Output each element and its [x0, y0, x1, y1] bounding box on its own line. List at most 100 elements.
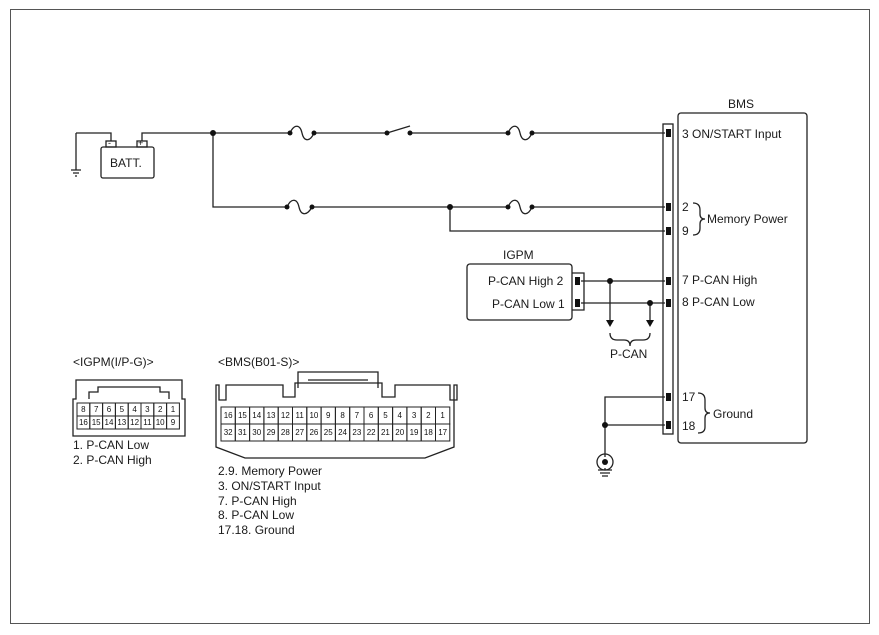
battery-neg-terminal — [105, 140, 117, 148]
igpm-pin-grid — [76, 402, 180, 430]
bms-pin-number: 15 — [237, 411, 247, 420]
bms-pin-number: 16 — [223, 411, 233, 420]
bms-pin-number: 26 — [309, 428, 319, 437]
battery-neg-sign: - — [108, 138, 111, 148]
bms-pin-number: 29 — [266, 428, 276, 437]
battery-label: BATT. — [110, 156, 142, 170]
splice-dot — [210, 130, 216, 136]
igpm-pin-terminal — [575, 299, 580, 307]
memory-power-label: Memory Power — [707, 212, 788, 226]
splice-dot — [607, 278, 613, 284]
igpm-pin-number: 7 — [93, 405, 99, 414]
bms-legend-2: 3. ON/START Input — [218, 479, 321, 493]
bms-pin-number: 2 — [426, 411, 431, 420]
bms-pin-number: 18 — [423, 428, 433, 437]
igpm-title: IGPM — [503, 248, 534, 262]
bms-pin-number: 31 — [237, 428, 247, 437]
pcan-label: P-CAN — [610, 347, 648, 361]
splice-dot — [407, 130, 413, 136]
bms-pin-number: 27 — [295, 428, 305, 437]
igpm-pin-number: 14 — [104, 418, 114, 427]
ground-brace — [697, 392, 711, 434]
bms-pin-terminal — [666, 227, 671, 235]
bms-pin-2-label: 2 — [682, 200, 689, 214]
bms-pin-number: 22 — [366, 428, 376, 437]
fuse-2 — [507, 125, 533, 141]
bms-pin-number: 30 — [252, 428, 262, 437]
bms-pin-number: 17 — [438, 428, 448, 437]
igpm-pin-number: 16 — [78, 418, 88, 427]
bms-pin-terminal — [666, 299, 671, 307]
bms-pin-number: 8 — [340, 411, 345, 420]
igpm-legend-2: 2. P-CAN High — [73, 453, 152, 467]
splice-dot — [505, 130, 511, 136]
bms-pin-terminal — [666, 277, 671, 285]
bms-pin-number: 7 — [354, 411, 360, 420]
bms-pin-number: 32 — [223, 428, 233, 437]
memory-wire-pin9 — [449, 207, 665, 232]
bms-connector-housing — [662, 123, 674, 435]
ignition-switch — [386, 125, 411, 134]
igpm-pin-2-label: P-CAN High 2 — [488, 274, 564, 288]
splice-dot — [287, 130, 293, 136]
igpm-pin-number: 10 — [155, 418, 165, 427]
bms-pin-number: 14 — [252, 411, 262, 420]
fuse-4 — [507, 199, 533, 215]
bms-pin-number: 11 — [295, 411, 304, 420]
bms-pin-number: 9 — [326, 411, 331, 420]
igpm-pin-number: 13 — [117, 418, 127, 427]
bms-pin-3-label: 3 ON/START Input — [682, 127, 782, 141]
bms-legend-1: 2.9. Memory Power — [218, 464, 323, 478]
arrow-pcan-high — [606, 320, 614, 327]
splice-dot — [309, 204, 315, 210]
battery-pos-wire — [141, 132, 213, 141]
fuse-1 — [289, 125, 315, 141]
pcan-brace — [609, 332, 651, 347]
igpm-pin-number: 9 — [170, 418, 176, 427]
bms-pin-number: 3 — [411, 411, 417, 420]
battery-pos-sign: + — [138, 138, 144, 148]
battery-neg-wire — [76, 132, 112, 141]
ground-wire-17 — [604, 396, 665, 457]
battery-ground-icon — [71, 169, 81, 177]
bms-pin-cell — [435, 423, 451, 442]
igpm-pin-number: 11 — [143, 418, 152, 427]
igpm-pin-number: 8 — [81, 405, 86, 414]
bms-pin-number: 4 — [397, 411, 402, 420]
igpm-pin-number: 6 — [106, 405, 112, 414]
bms-pin-number: 19 — [409, 428, 419, 437]
splice-dot — [384, 130, 390, 136]
ground-icon-dot — [602, 459, 608, 465]
bms-pin-number: 10 — [309, 411, 319, 420]
bms-pin-number: 25 — [323, 428, 333, 437]
bms-pin-number: 1 — [440, 411, 445, 420]
bms-pin-18-label: 18 — [682, 419, 696, 433]
bms-pin-9-label: 9 — [682, 224, 689, 238]
bms-pin-number: 6 — [368, 411, 374, 420]
igpm-pin-1-label: P-CAN Low 1 — [492, 297, 565, 311]
igpm-legend-1: 1. P-CAN Low — [73, 438, 150, 452]
igpm-connector-latch — [88, 386, 170, 399]
bms-pin-number: 5 — [383, 411, 388, 420]
bms-pin-terminal — [666, 421, 671, 429]
splice-dot — [505, 204, 511, 210]
igpm-pin-number: 15 — [91, 418, 101, 427]
igpm-pin-number: 1 — [170, 405, 176, 414]
splice-dot — [284, 204, 290, 210]
bms-pin-17-label: 17 — [682, 390, 696, 404]
igpm-pin-terminal — [575, 277, 580, 285]
igpm-pin-housing — [572, 272, 585, 311]
bms-legend-5: 17.18. Ground — [218, 523, 295, 537]
bms-pin-8-label: 8 P-CAN Low — [682, 295, 755, 309]
igpm-pin-number: 12 — [130, 418, 140, 427]
bms-pin-number: 20 — [395, 428, 405, 437]
fuse-3 — [286, 199, 313, 215]
splice-dot — [529, 204, 535, 210]
memory-branch-wire — [212, 133, 287, 208]
igpm-pin-number: 3 — [145, 405, 150, 414]
bms-box — [677, 112, 808, 444]
splice-dot — [529, 130, 535, 136]
bms-connector-latch — [297, 371, 379, 388]
chassis-ground-icon — [598, 468, 612, 477]
